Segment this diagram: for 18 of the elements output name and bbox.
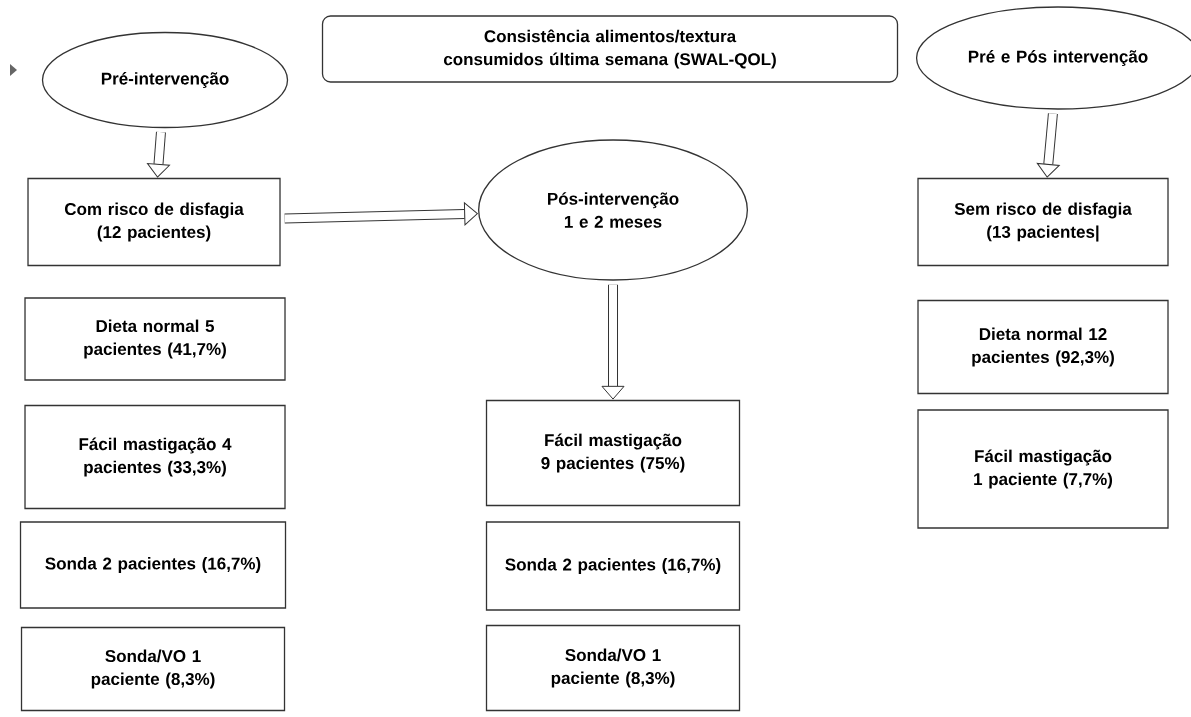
- process-box: Dieta normal 12 pacientes (92,3%): [917, 299, 1169, 395]
- block-arrow: [147, 131, 170, 178]
- process-box: Fácil mastigação 9 pacientes (75%): [485, 399, 741, 507]
- process-box: Sonda 2 pacientes (16,7%): [19, 521, 287, 609]
- ellipse-node: Pré-intervenção: [41, 31, 289, 129]
- title-box: Consistência alimentos/textura consumidos última semana (SWAL-QOL): [321, 15, 899, 83]
- process-box: Sem risco de disfagia (13 pacientes|: [917, 177, 1169, 267]
- ellipse-node: Pós-intervenção 1 e 2 meses: [478, 139, 748, 281]
- process-box: Dieta normal 5 pacientes (41,7%): [24, 297, 286, 381]
- process-box: Sonda/VO 1 paciente (8,3%): [20, 626, 286, 712]
- block-arrow: [1036, 113, 1060, 178]
- process-box: Fácil mastigação 1 paciente (7,7%): [917, 409, 1169, 529]
- process-box: Com risco de disfagia (12 pacientes): [27, 177, 281, 267]
- block-arrow: [601, 284, 625, 400]
- process-box: Sonda/VO 1 paciente (8,3%): [485, 624, 741, 712]
- block-arrow: [284, 202, 478, 226]
- process-box: Sonda 2 pacientes (16,7%): [485, 521, 741, 611]
- process-box: Fácil mastigação 4 pacientes (33,3%): [24, 404, 286, 510]
